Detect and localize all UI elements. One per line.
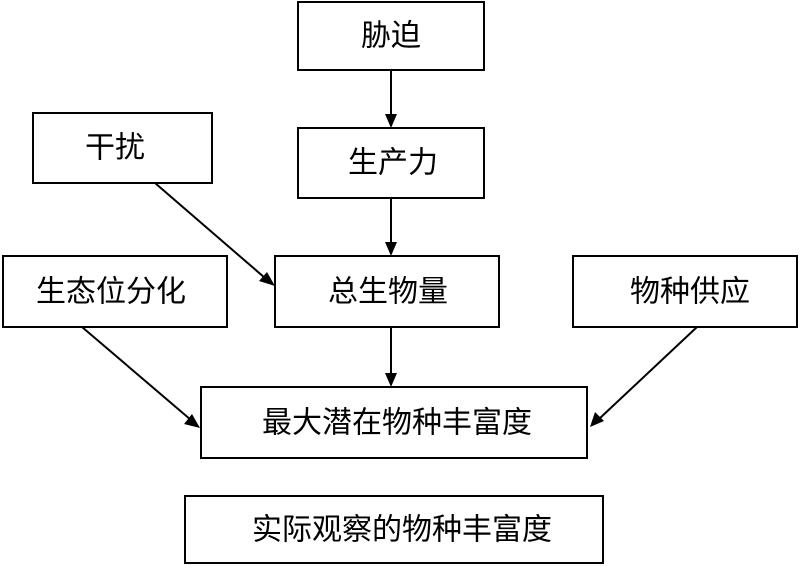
node-species-supply-label: 物种供应	[630, 275, 750, 310]
node-max-potential-richness-label: 最大潜在物种丰富度	[262, 406, 532, 441]
node-disturbance-label: 干扰	[85, 131, 145, 166]
node-stress-label: 胁迫	[361, 19, 421, 54]
edge-productivity-to-total-biomass	[385, 198, 397, 256]
node-total-biomass-label: 总生物量	[328, 275, 448, 310]
node-species-supply: 物种供应	[572, 255, 798, 328]
node-niche-differentiation-label: 生态位分化	[36, 275, 186, 310]
edge-disturbance-to-total-biomass	[154, 182, 275, 286]
node-niche-differentiation: 生态位分化	[2, 255, 228, 328]
edge-niche-differentiation-to-max-potential-richness	[81, 326, 200, 428]
node-stress: 胁迫	[297, 1, 485, 71]
node-observed-richness-label: 实际观察的物种丰富度	[252, 513, 552, 548]
node-productivity-label: 生产力	[348, 146, 438, 181]
edge-species-supply-to-max-potential-richness	[590, 326, 698, 427]
node-total-biomass: 总生物量	[274, 255, 500, 328]
node-productivity: 生产力	[297, 127, 485, 199]
node-max-potential-richness: 最大潜在物种丰富度	[200, 386, 588, 459]
node-disturbance: 干扰	[32, 112, 213, 184]
node-observed-richness: 实际观察的物种丰富度	[184, 495, 604, 564]
edge-total-biomass-to-max-potential-richness	[385, 327, 397, 387]
edge-stress-to-productivity	[385, 70, 397, 128]
